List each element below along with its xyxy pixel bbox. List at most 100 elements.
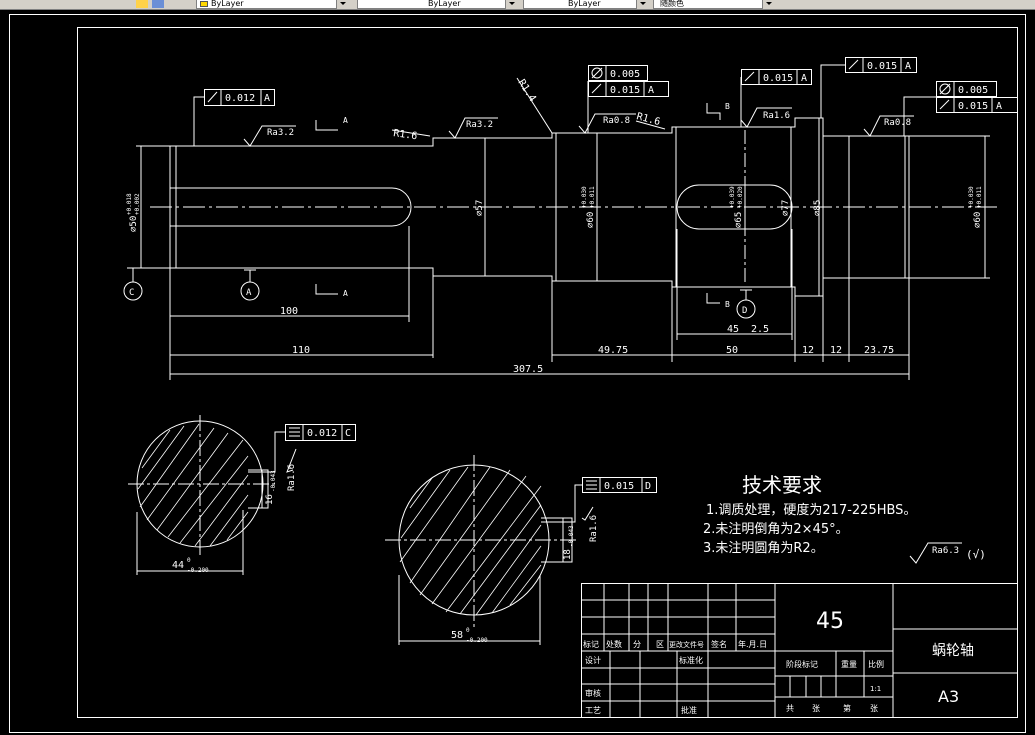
length-dimensions xyxy=(169,226,910,380)
datum-a-bottom: A xyxy=(343,289,348,298)
linetype-dropdown-arrow[interactable] xyxy=(505,0,518,9)
drawing-frame xyxy=(77,27,1018,718)
tb-zhongliang: 重量 xyxy=(841,659,857,669)
tb-jieduan: 阶段标记 xyxy=(786,659,818,669)
fcf3-ref: A xyxy=(648,85,654,96)
tb-qianming: 签名 xyxy=(711,639,727,649)
dim-phi77: ⌀77 xyxy=(781,200,791,216)
fcf4-value: 0.015 xyxy=(763,73,793,84)
dim-12b: 12 xyxy=(830,345,842,356)
title-block-grid xyxy=(581,583,1018,718)
fcf1-ref: A xyxy=(264,93,270,104)
layer-previous-icon[interactable] xyxy=(152,0,164,8)
dim-sec1-height-tol: -0.043 xyxy=(270,470,277,492)
dim-307-5: 307.5 xyxy=(513,364,543,375)
fcf-symbols xyxy=(207,59,951,490)
tb-di: 第 xyxy=(843,703,851,713)
roughness-label-7: Ra1.6 xyxy=(589,515,599,542)
tb-pizhun: 批准 xyxy=(681,705,697,715)
paper-border xyxy=(9,14,1026,733)
tb-scale: 1:1 xyxy=(870,685,881,693)
dim-110: 110 xyxy=(292,345,310,356)
roughness-symbols xyxy=(243,107,962,564)
part-name: 蜗轮轴 xyxy=(932,643,974,659)
roughness-general-paren: (√) xyxy=(966,548,986,561)
roughness-label-1: Ra3.2 xyxy=(267,128,294,138)
dim-100: 100 xyxy=(280,306,298,317)
dim-sec2-width: 58 xyxy=(451,630,463,641)
tb-qu: 区 xyxy=(656,640,664,649)
tech-req-line-2: 2.未注明倒角为2×45°。 xyxy=(703,522,849,537)
keyway-2 xyxy=(676,184,793,230)
diameter-dimensions xyxy=(136,118,990,296)
dim-phi60a-tol-dn: +0.011 xyxy=(589,186,596,208)
dim-sec2-width-tol-dn: -0.200 xyxy=(466,637,488,644)
tb-zhang1: 张 xyxy=(812,704,820,713)
radius-leaders xyxy=(391,77,666,137)
fcf7-ref: A xyxy=(996,101,1002,112)
section-view-2 xyxy=(385,455,578,645)
dim-12a: 12 xyxy=(802,345,814,356)
section-view-1 xyxy=(128,415,275,575)
tb-nianyueri: 年.月.日 xyxy=(738,639,767,649)
dim-phi60b-tol-up: +0.030 xyxy=(968,186,975,208)
datum-b-top: B xyxy=(725,102,730,111)
color-dropdown-arrow[interactable] xyxy=(336,0,349,9)
dim-phi50: ⌀50 xyxy=(129,216,139,232)
lineweight-dropdown-arrow[interactable] xyxy=(636,0,649,9)
tech-req-line-1: 1.调质处理，硬度为217-225HBS。 xyxy=(706,502,916,518)
tb-zhang2: 张 xyxy=(870,704,878,713)
tb-bili: 比例 xyxy=(868,659,884,669)
dim-sec2-width-tol-up: 0 xyxy=(466,627,470,634)
datum-a-top: A xyxy=(343,116,348,125)
fcf-frames xyxy=(204,57,1018,493)
dim-sec1-height: 16 xyxy=(265,494,275,505)
layer-state-icon[interactable] xyxy=(136,0,148,8)
datum-b-bottom: B xyxy=(725,300,730,309)
dim-phi50-tol-dn: +0.002 xyxy=(134,193,141,215)
datum-c: C xyxy=(129,288,134,298)
dim-50: 50 xyxy=(726,345,738,356)
dim-phi57: ⌀57 xyxy=(475,200,485,216)
dim-sec1-width-tol-dn: -0.200 xyxy=(187,567,209,574)
tb-biaozhunhua: 标准化 xyxy=(679,655,703,665)
roughness-general: Ra6.3 xyxy=(932,546,959,556)
fcf9-ref: D xyxy=(645,481,651,492)
fcf-leaders xyxy=(193,64,936,523)
tb-gongyi: 工艺 xyxy=(585,706,601,715)
tb-chushu: 处数 xyxy=(606,639,622,649)
dim-49-75: 49.75 xyxy=(598,345,628,356)
roughness-label-6: Ra1.6 xyxy=(287,464,297,491)
roughness-label-4: Ra1.6 xyxy=(763,111,790,121)
fcf5-value: 0.015 xyxy=(867,61,897,72)
dim-sec1-width: 44 xyxy=(172,560,184,571)
dim-phi60a-tol-up: +0.030 xyxy=(581,186,588,208)
fcf3-value: 0.015 xyxy=(610,85,640,96)
dim-phi65: ⌀65 xyxy=(734,212,744,228)
fcf5-ref: A xyxy=(905,61,911,72)
material-label: 45 xyxy=(816,609,844,634)
paper-size: A3 xyxy=(938,687,959,706)
fcf9-value: 0.015 xyxy=(604,481,634,492)
tb-biaoji: 标记 xyxy=(583,639,599,649)
tb-sheji: 设计 xyxy=(585,655,601,665)
datum-a-circle: A xyxy=(246,288,252,298)
tb-gong: 共 xyxy=(786,704,794,713)
fcf6-value: 0.005 xyxy=(958,85,988,96)
fcf2-value: 0.005 xyxy=(610,69,640,80)
dim-23-75: 23.75 xyxy=(864,345,894,356)
dim-phi60b: ⌀60 xyxy=(973,212,983,228)
radius-label-2: R1.4 xyxy=(515,78,537,104)
plotstyle-dropdown-arrow[interactable] xyxy=(762,0,775,9)
dim-2-5: 2.5 xyxy=(751,324,769,335)
dim-phi85: ⌀85 xyxy=(813,200,823,216)
dim-45: 45 xyxy=(727,324,739,335)
dim-phi65-tol-dn: +0.020 xyxy=(737,186,744,208)
radius-label-1: R1.6 xyxy=(393,128,418,142)
keyway-1 xyxy=(170,187,412,227)
fcf8-value: 0.012 xyxy=(307,428,337,439)
dim-sec1-width-tol-up: 0 xyxy=(187,557,191,564)
dim-sec2-height: 18 xyxy=(563,549,573,560)
fcf8-ref: C xyxy=(345,428,351,439)
